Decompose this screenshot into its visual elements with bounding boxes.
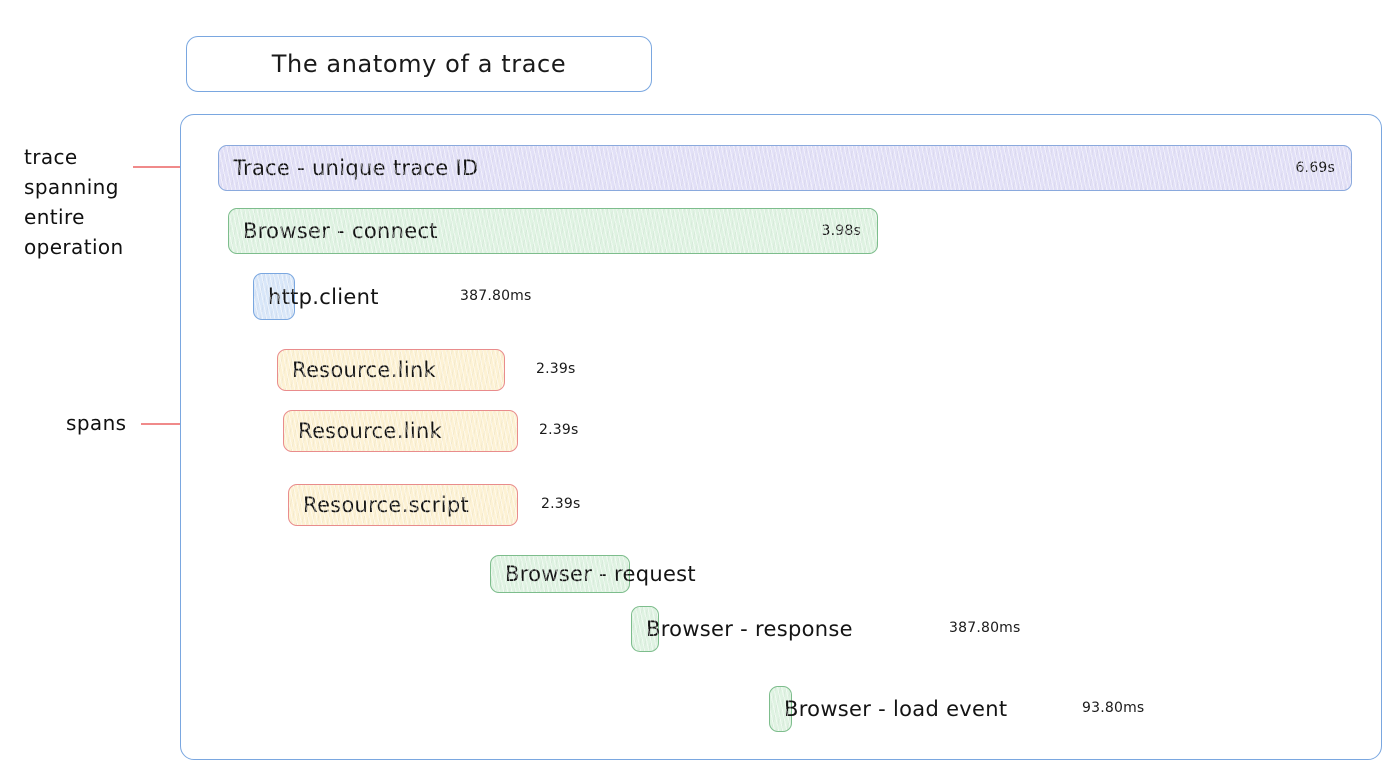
- span-row-browser-response[interactable]: Browser - response: [631, 606, 853, 652]
- span-duration-resource-script: 2.39s: [541, 496, 581, 512]
- span-duration-resource-link-1: 2.39s: [536, 361, 576, 377]
- span-duration-resource-link-2: 2.39s: [539, 422, 579, 438]
- span-bar-browser-connect[interactable]: Browser - connect 3.98s: [228, 208, 878, 254]
- span-label-resource-link-1: Resource.link: [292, 358, 437, 382]
- span-row-browser-connect[interactable]: Browser - connect 3.98s: [228, 208, 878, 254]
- span-bar-resource-link-1[interactable]: Resource.link: [277, 349, 505, 391]
- span-row-browser-load-event[interactable]: Browser - load event: [769, 686, 1007, 732]
- span-bar-browser-request[interactable]: Browser - request: [490, 555, 696, 593]
- span-row-browser-request[interactable]: Browser - request: [490, 555, 696, 593]
- span-bar-browser-response[interactable]: Browser - response: [631, 606, 853, 652]
- page-title: The anatomy of a trace: [271, 50, 567, 78]
- spans-annotation-label: spans: [66, 411, 127, 435]
- span-label-resource-link-2: Resource.link: [298, 419, 443, 443]
- span-duration-browser-connect: 3.98s: [821, 223, 861, 239]
- span-row-resource-link-2[interactable]: Resource.link: [283, 410, 518, 452]
- spans-annotation-leader-line: [141, 423, 213, 425]
- span-duration-browser-response: 387.80ms: [949, 620, 1021, 636]
- span-bar-trace-root[interactable]: Trace - unique trace ID 6.69s: [218, 145, 1352, 191]
- span-duration-browser-load-event: 93.80ms: [1082, 700, 1145, 716]
- span-bar-resource-script[interactable]: Resource.script: [288, 484, 518, 526]
- span-duration-trace-root: 6.69s: [1295, 160, 1335, 176]
- span-label-resource-script: Resource.script: [303, 493, 469, 517]
- span-bar-browser-load-event[interactable]: Browser - load event: [769, 686, 1007, 732]
- span-bar-http-client[interactable]: http.client: [253, 273, 378, 320]
- span-label-browser-connect: Browser - connect: [243, 219, 438, 243]
- span-duration-http-client: 387.80ms: [460, 287, 532, 304]
- span-bar-resource-link-2[interactable]: Resource.link: [283, 410, 518, 452]
- trace-annotation-leader-line: [133, 166, 203, 168]
- span-row-resource-link-1[interactable]: Resource.link: [277, 349, 505, 391]
- span-row-resource-script[interactable]: Resource.script: [288, 484, 518, 526]
- diagram-title-box: The anatomy of a trace: [186, 36, 652, 92]
- span-row-trace-root[interactable]: Trace - unique trace ID 6.69s: [218, 145, 1352, 191]
- span-label-trace-root: Trace - unique trace ID: [233, 156, 479, 180]
- trace-annotation-label: trace spanning entire operation: [24, 145, 124, 259]
- span-row-http-client[interactable]: http.client: [253, 273, 378, 320]
